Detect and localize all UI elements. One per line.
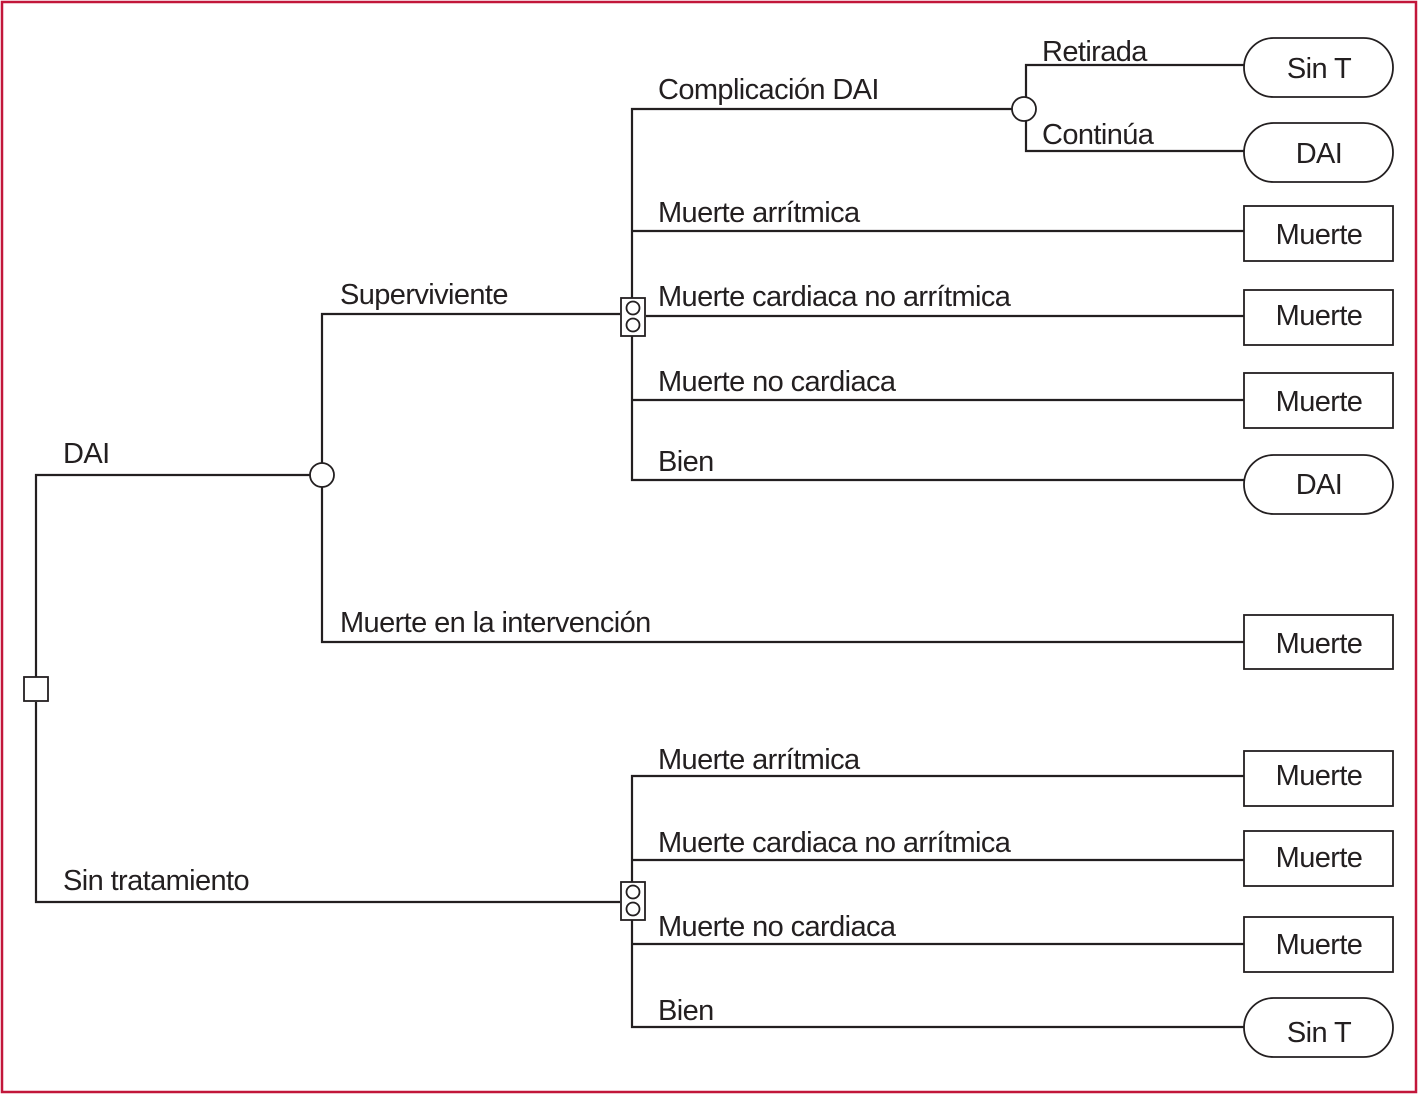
edge-decision-sin-tratamiento bbox=[34, 702, 620, 904]
label-complicacion-dai: Complicación DAI bbox=[658, 74, 879, 106]
terminal-muerte-arritmica-sin-t: Muerte bbox=[1243, 750, 1394, 807]
edge-complicacion bbox=[630, 107, 1012, 298]
terminal-muerte-no-cardiaca-dai-label: Muerte bbox=[1276, 386, 1363, 418]
label-muerte-no-cardiaca-sin-t: Muerte no cardiaca bbox=[658, 911, 897, 943]
edge-continua bbox=[1024, 121, 1244, 153]
terminal-muerte-cardiaca-sin-t-label: Muerte bbox=[1276, 842, 1363, 874]
chance-node-dai bbox=[309, 462, 335, 488]
terminal-muerte-cardiaca-dai: Muerte bbox=[1243, 289, 1394, 346]
markov-dai-edges bbox=[630, 107, 1244, 482]
terminal-continua-label: DAI bbox=[1296, 138, 1343, 170]
label-dai: DAI bbox=[63, 438, 110, 470]
edge-muerte-arritmica-sin-t bbox=[630, 774, 1244, 882]
edge-retirada bbox=[1024, 63, 1244, 97]
label-muerte-cardiaca-sin-t: Muerte cardiaca no arrítmica bbox=[658, 827, 1012, 859]
terminal-muerte-no-cardiaca-dai: Muerte bbox=[1243, 372, 1394, 429]
terminal-muerte-intervencion-label: Muerte bbox=[1276, 628, 1363, 660]
edge-superviviente bbox=[320, 312, 620, 463]
label-continua: Continúa bbox=[1042, 119, 1155, 151]
terminal-bien-sin-t: Sin T bbox=[1243, 997, 1394, 1058]
markov-node-sin-t bbox=[620, 881, 646, 921]
label-muerte-arritmica-dai: Muerte arrítmica bbox=[658, 197, 861, 229]
terminal-muerte-cardiaca-dai-label: Muerte bbox=[1276, 300, 1363, 332]
terminal-bien-dai-label: DAI bbox=[1296, 469, 1343, 501]
label-bien-sin-t: Bien bbox=[658, 995, 714, 1027]
terminal-muerte-no-cardiaca-sin-t-label: Muerte bbox=[1276, 929, 1363, 961]
markov-node-dai bbox=[620, 297, 646, 337]
edge-muerte-intervencion bbox=[320, 487, 1244, 644]
dai-chance-edges bbox=[320, 312, 1244, 644]
terminal-muerte-arritmica-dai-label: Muerte bbox=[1276, 219, 1363, 251]
terminal-muerte-arritmica-sin-t-label: Muerte bbox=[1276, 760, 1363, 792]
terminal-continua: DAI bbox=[1243, 122, 1394, 183]
terminal-muerte-cardiaca-sin-t: Muerte bbox=[1243, 830, 1394, 887]
terminal-bien-dai: DAI bbox=[1243, 454, 1394, 515]
edge-bien-sin-t bbox=[630, 920, 1244, 1029]
complicacion-edges bbox=[1024, 63, 1244, 153]
markov-sin-t-edges bbox=[630, 774, 1244, 1029]
decision-edges bbox=[34, 473, 620, 904]
terminal-muerte-arritmica-dai: Muerte bbox=[1243, 205, 1394, 262]
label-muerte-cardiaca-dai: Muerte cardiaca no arrítmica bbox=[658, 281, 1012, 313]
label-muerte-intervencion: Muerte en la intervención bbox=[340, 607, 651, 639]
chance-node-complicacion bbox=[1011, 96, 1037, 122]
label-bien-dai: Bien bbox=[658, 446, 714, 478]
label-muerte-no-cardiaca-dai: Muerte no cardiaca bbox=[658, 366, 897, 398]
label-muerte-arritmica-sin-t: Muerte arrítmica bbox=[658, 744, 861, 776]
label-sin-tratamiento: Sin tratamiento bbox=[63, 865, 249, 897]
terminal-muerte-intervencion: Muerte bbox=[1243, 614, 1394, 670]
label-retirada: Retirada bbox=[1042, 36, 1148, 68]
terminal-retirada-label: Sin T bbox=[1287, 53, 1352, 85]
terminal-bien-sin-t-label: Sin T bbox=[1287, 1017, 1352, 1049]
terminal-muerte-no-cardiaca-sin-t: Muerte bbox=[1243, 916, 1394, 973]
decision-node bbox=[23, 676, 49, 702]
terminal-retirada: Sin T bbox=[1243, 37, 1394, 98]
edge-bien-dai bbox=[630, 336, 1244, 482]
label-superviviente: Superviviente bbox=[340, 279, 508, 311]
edge-decision-dai bbox=[34, 473, 310, 678]
